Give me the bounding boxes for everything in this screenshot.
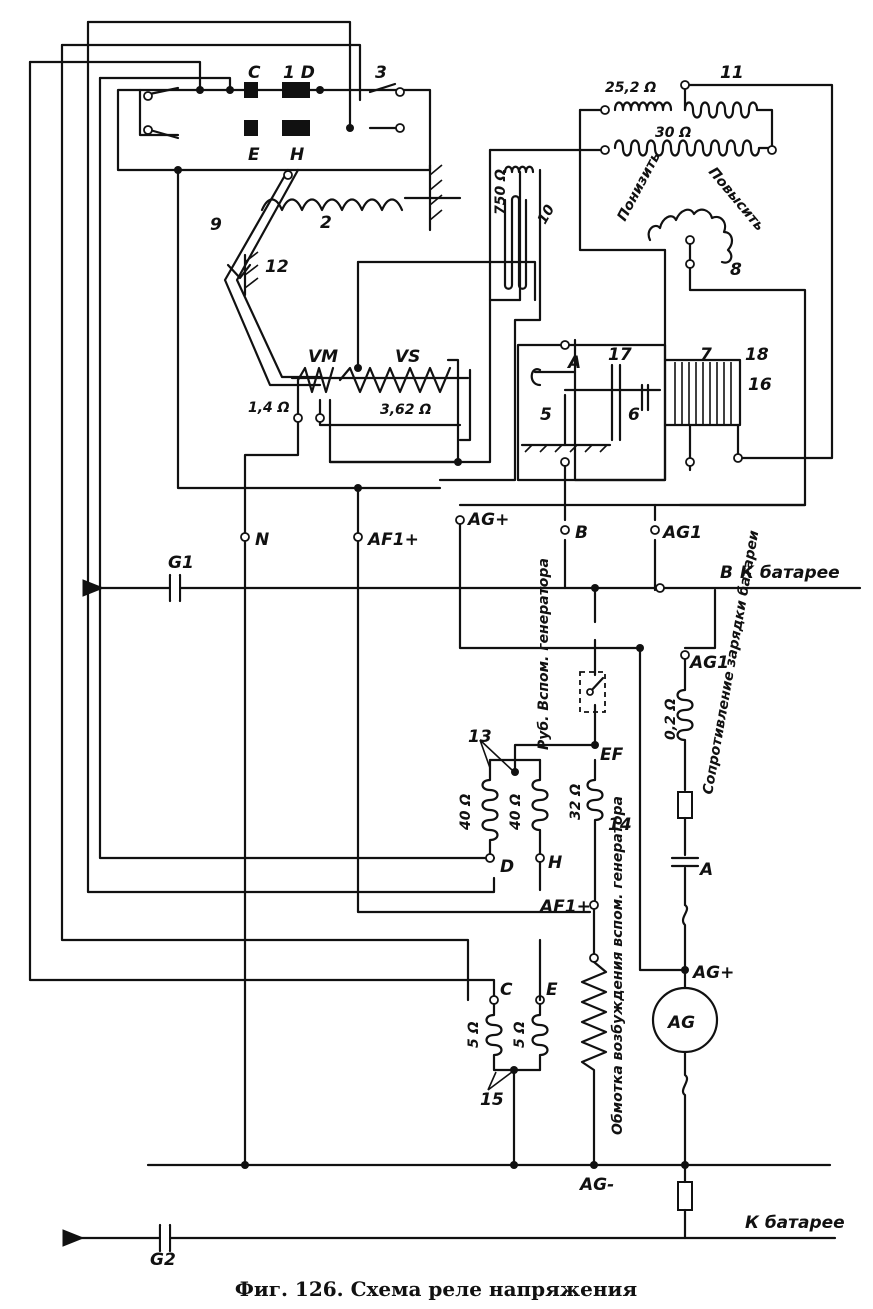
- label-40b: 40 Ω: [508, 794, 524, 831]
- aux-generator-field: Обмотка возбуждения вспом. генератора AG…: [578, 796, 626, 1195]
- resistors-13-14: 13 40 Ω 40 Ω 32 Ω 14 D H AF1+: [458, 727, 632, 917]
- label-to-battery-2: К батарее: [745, 1213, 845, 1233]
- outer-wires: [28, 20, 496, 1002]
- label-VM: VM: [308, 347, 338, 367]
- label-E-low: E: [546, 980, 558, 1000]
- label-H-low: H: [548, 853, 562, 873]
- battery-line-g1: G1 B К батарее: [82, 553, 862, 603]
- label-2: 2: [320, 213, 332, 233]
- label-12: 12: [265, 257, 289, 277]
- label-A-relay: A: [566, 353, 581, 373]
- label-field: Обмотка возбуждения вспом. генератора: [610, 796, 626, 1135]
- vm-vs-coils: VM VS 1,4 Ω 3,62 Ω: [243, 260, 537, 537]
- label-5a: 5 Ω: [466, 1021, 482, 1048]
- label-32: 32 Ω: [568, 784, 584, 820]
- label-3: 3: [375, 63, 387, 83]
- label-B2: B: [720, 563, 733, 583]
- label-C: C: [248, 63, 261, 83]
- label-N: N: [255, 530, 269, 550]
- aux-generator-switch: Руб. Вспом. генератора EF: [513, 558, 624, 765]
- label-14: 14: [608, 815, 632, 835]
- label-13: 13: [468, 727, 492, 747]
- figure-caption: Фиг. 126. Схема реле напряжения: [235, 1277, 637, 1301]
- label-AG1: AG1: [661, 523, 702, 543]
- label-3-62: 3,62 Ω: [380, 402, 431, 418]
- label-25-2: 25,2 Ω: [605, 80, 656, 96]
- label-10: 10: [535, 202, 559, 227]
- charging-branch: AG1 0,2 Ω Сопротивление зарядки батареи …: [636, 529, 762, 1240]
- label-6: 6: [628, 405, 640, 425]
- label-D-low: D: [500, 857, 514, 877]
- label-H: H: [290, 145, 304, 165]
- label-7: 7: [700, 345, 712, 365]
- label-30: 30 Ω: [655, 125, 691, 141]
- label-B: B: [575, 523, 588, 543]
- resistors-15: C E 5 Ω 5 Ω 15: [466, 938, 558, 1169]
- contact-block: C 1 D E H 3: [116, 63, 432, 172]
- label-VS: VS: [395, 347, 420, 367]
- label-1-4: 1,4 Ω: [248, 400, 290, 416]
- label-AF1plus: AF1+: [366, 530, 419, 550]
- label-C-low: C: [500, 980, 513, 1000]
- label-9: 9: [210, 215, 222, 235]
- label-G2: G2: [150, 1250, 176, 1270]
- label-5b: 5 Ω: [512, 1021, 528, 1048]
- relay-assembly: A 17 7 18 16 5 6: [516, 340, 772, 590]
- label-lower: Понизить: [614, 149, 664, 224]
- label-AGminus: AG-: [578, 1175, 614, 1195]
- label-8: 8: [730, 260, 742, 280]
- label-to-battery: К батарее: [740, 563, 840, 583]
- label-5: 5: [540, 405, 552, 425]
- label-A-low: A: [698, 860, 713, 880]
- label-40a: 40 Ω: [458, 794, 474, 831]
- label-E: E: [248, 145, 260, 165]
- label-11: 11: [720, 63, 744, 83]
- label-18: 18: [745, 345, 769, 365]
- label-raise: Повысить: [705, 164, 767, 234]
- label-0-2: 0,2 Ω: [663, 698, 679, 740]
- label-switch: Руб. Вспом. генератора: [536, 558, 552, 750]
- label-AGplus: AG+: [466, 510, 509, 530]
- label-750: 750 Ω: [493, 169, 509, 215]
- rheostat-11: 25,2 Ω 11 30 Ω Понизить Повысить 8: [488, 63, 834, 507]
- relay-bus: [174, 166, 492, 537]
- label-AG: AG: [666, 1013, 695, 1033]
- label-AGplus-low: AG+: [691, 963, 734, 983]
- label-AG1-low: AG1: [688, 653, 729, 673]
- label-EF: EF: [600, 745, 624, 765]
- label-17: 17: [608, 345, 632, 365]
- bottom-bus: G2 К батарее: [62, 1161, 845, 1270]
- label-15: 15: [480, 1090, 504, 1110]
- label-AF1plus-low: AF1+: [538, 897, 591, 917]
- label-1D: 1 D: [283, 63, 315, 83]
- label-G1: G1: [168, 553, 194, 573]
- terminal-row: N AF1+ AG+ B AG1: [240, 503, 807, 1167]
- label-16: 16: [748, 375, 772, 395]
